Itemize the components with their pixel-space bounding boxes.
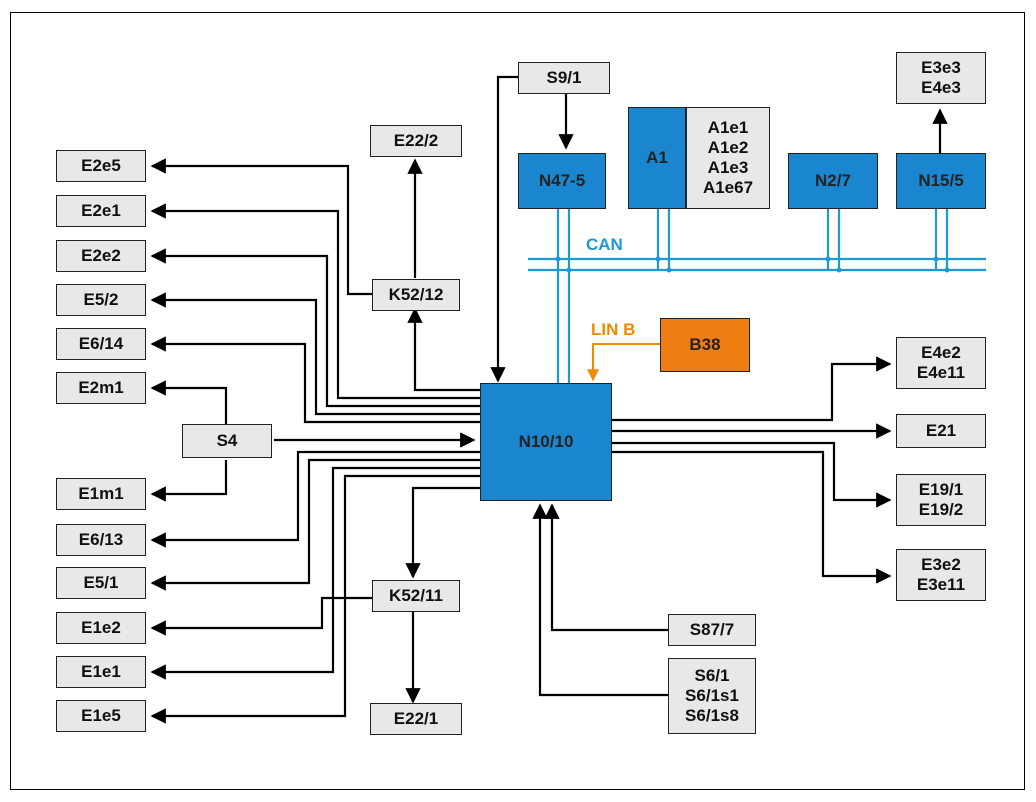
e4e3-label: E4e3 (921, 78, 961, 97)
s6-1s8-label: S6/1s8 (685, 706, 739, 725)
component-e1e5: E1e5 (56, 700, 146, 732)
component-e5-2: E5/2 (56, 284, 146, 316)
e6-14-label: E6/14 (78, 334, 124, 353)
e22-1-label: E22/1 (393, 709, 439, 728)
n15-5-label: N15/5 (918, 171, 964, 190)
switch-s87-7: S87/7 (668, 614, 756, 646)
k52-11-label: K52/11 (389, 586, 443, 605)
e21-label: E21 (925, 421, 957, 440)
can-label: CAN (586, 235, 623, 254)
n47-5-label: N47-5 (538, 171, 586, 190)
e1e5-label: E1e5 (81, 706, 121, 725)
diagram-frame (10, 12, 1025, 790)
s6-1s1-label: S6/1s1 (685, 686, 739, 705)
component-e22-1: E22/1 (370, 703, 462, 735)
e3e2-label: E3e2 (921, 555, 961, 574)
ecu-n15-5: N15/5 (896, 153, 986, 209)
e19-2-label: E19/2 (918, 500, 964, 519)
component-e6-13: E6/13 (56, 524, 146, 556)
e2e2-label: E2e2 (81, 246, 121, 265)
e19-1-label: E19/1 (918, 480, 964, 499)
e2m1-label: E2m1 (78, 378, 124, 397)
e2e5-label: E2e5 (81, 156, 121, 175)
n10-10-label: N10/10 (518, 432, 574, 451)
lin-label: LIN B (591, 320, 636, 339)
component-k52-12: K52/12 (372, 279, 460, 311)
e1e1-label: E1e1 (81, 662, 121, 681)
switch-s6-1: S6/1 S6/1s1 S6/1s8 (668, 658, 756, 734)
e4e11-label: E4e11 (916, 363, 966, 382)
lin-bus (587, 343, 660, 382)
a1e3-label: A1e3 (707, 158, 749, 177)
component-e5-1: E5/1 (56, 567, 146, 599)
e1m1-label: E1m1 (78, 484, 124, 503)
a1-outputs: A1e1 A1e2 A1e3 A1e67 (686, 107, 770, 209)
b38-label: B38 (689, 335, 721, 354)
n2-7-label: N2/7 (815, 171, 851, 190)
component-e3e3: E3e3 E4e3 (896, 52, 986, 104)
component-e3e2: E3e2 E3e11 (896, 549, 986, 601)
s9-1-label: S9/1 (546, 68, 582, 87)
e6-13-label: E6/13 (78, 530, 124, 549)
component-e6-14: E6/14 (56, 328, 146, 360)
component-e2e2: E2e2 (56, 240, 146, 272)
e5-1-label: E5/1 (83, 573, 119, 592)
module-b38: B38 (660, 318, 750, 372)
a1-label: A1 (646, 148, 668, 167)
e3e11-label: E3e11 (916, 575, 966, 594)
a1e2-label: A1e2 (707, 138, 749, 157)
e22-2-label: E22/2 (393, 131, 439, 150)
control-unit-n10-10: N10/10 (480, 383, 612, 501)
e4e2-label: E4e2 (921, 343, 961, 362)
wires (150, 75, 948, 724)
s6-1-label: S6/1 (694, 666, 730, 685)
a1e1-label: A1e1 (707, 118, 749, 137)
component-e21: E21 (896, 414, 986, 448)
component-e4e2: E4e2 E4e11 (896, 337, 986, 389)
e2e1-label: E2e1 (81, 201, 121, 220)
k52-12-label: K52/12 (388, 285, 444, 304)
component-e1m1: E1m1 (56, 478, 146, 510)
component-e1e1: E1e1 (56, 656, 146, 688)
component-e1e2: E1e2 (56, 612, 146, 644)
can-bus (528, 208, 986, 384)
s4-label: S4 (216, 431, 238, 450)
e5-2-label: E5/2 (83, 290, 119, 309)
component-e2e1: E2e1 (56, 195, 146, 227)
component-s9-1: S9/1 (518, 62, 610, 94)
component-e2m1: E2m1 (56, 372, 146, 404)
component-e19: E19/1 E19/2 (896, 474, 986, 526)
e3e3-label: E3e3 (921, 58, 961, 77)
ecu-n2-7: N2/7 (788, 153, 878, 209)
component-e22-2: E22/2 (370, 125, 462, 157)
component-k52-11: K52/11 (372, 580, 460, 612)
switch-s4: S4 (182, 424, 272, 458)
ecu-n47-5: N47-5 (518, 153, 606, 209)
ecu-a1: A1 (628, 107, 686, 209)
e1e2-label: E1e2 (81, 618, 121, 637)
component-e2e5: E2e5 (56, 150, 146, 182)
a1e67-label: A1e67 (702, 178, 754, 197)
s87-7-label: S87/7 (689, 620, 735, 639)
